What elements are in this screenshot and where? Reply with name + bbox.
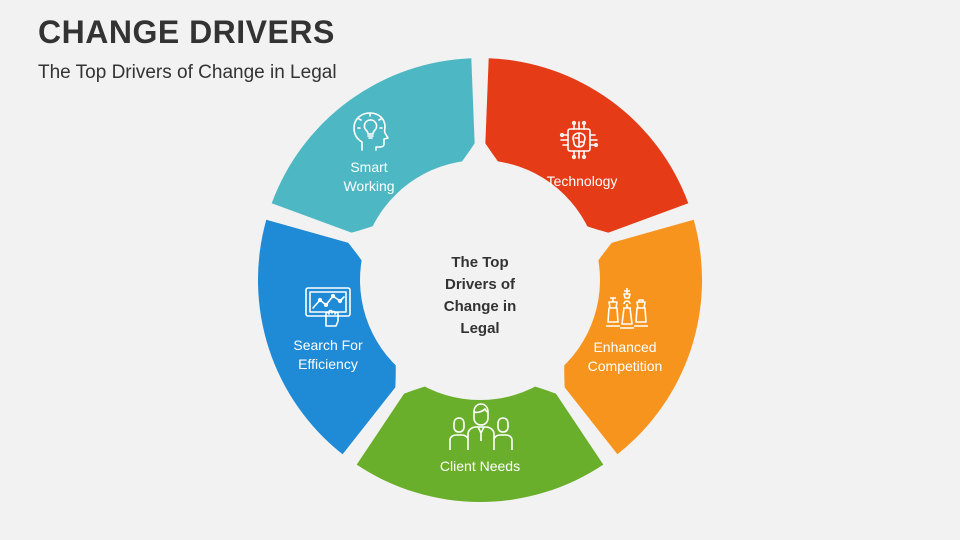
chess-pieces-icon [606,288,648,329]
segment-label-smart-working: Smart Working [343,159,395,194]
segment-label-technology: Technology [546,173,618,189]
segment-search-for-efficiency[interactable] [257,219,406,455]
people-group-icon [449,403,513,450]
segment-enhanced-competition[interactable] [554,219,703,455]
segment-smart-working[interactable] [271,58,476,239]
center-star [342,135,618,398]
head-bulb-icon [353,112,389,151]
center-label: The Top Drivers of Change in Legal [443,254,517,337]
segment-technology[interactable] [484,58,689,239]
segment-client-needs[interactable] [356,379,604,502]
chart-monitor-icon [305,287,351,327]
segment-label-client-needs: Client Needs [439,458,521,474]
page-subtitle: The Top Drivers of Change in Legal [38,62,337,83]
page-title: CHANGE DRIVERS [38,14,335,50]
segment-label-enhanced-competition: Enhanced Competition [587,339,663,374]
brain-chip-icon [559,120,599,160]
segment-label-search-for-efficiency: Search For Efficiency [293,337,363,372]
